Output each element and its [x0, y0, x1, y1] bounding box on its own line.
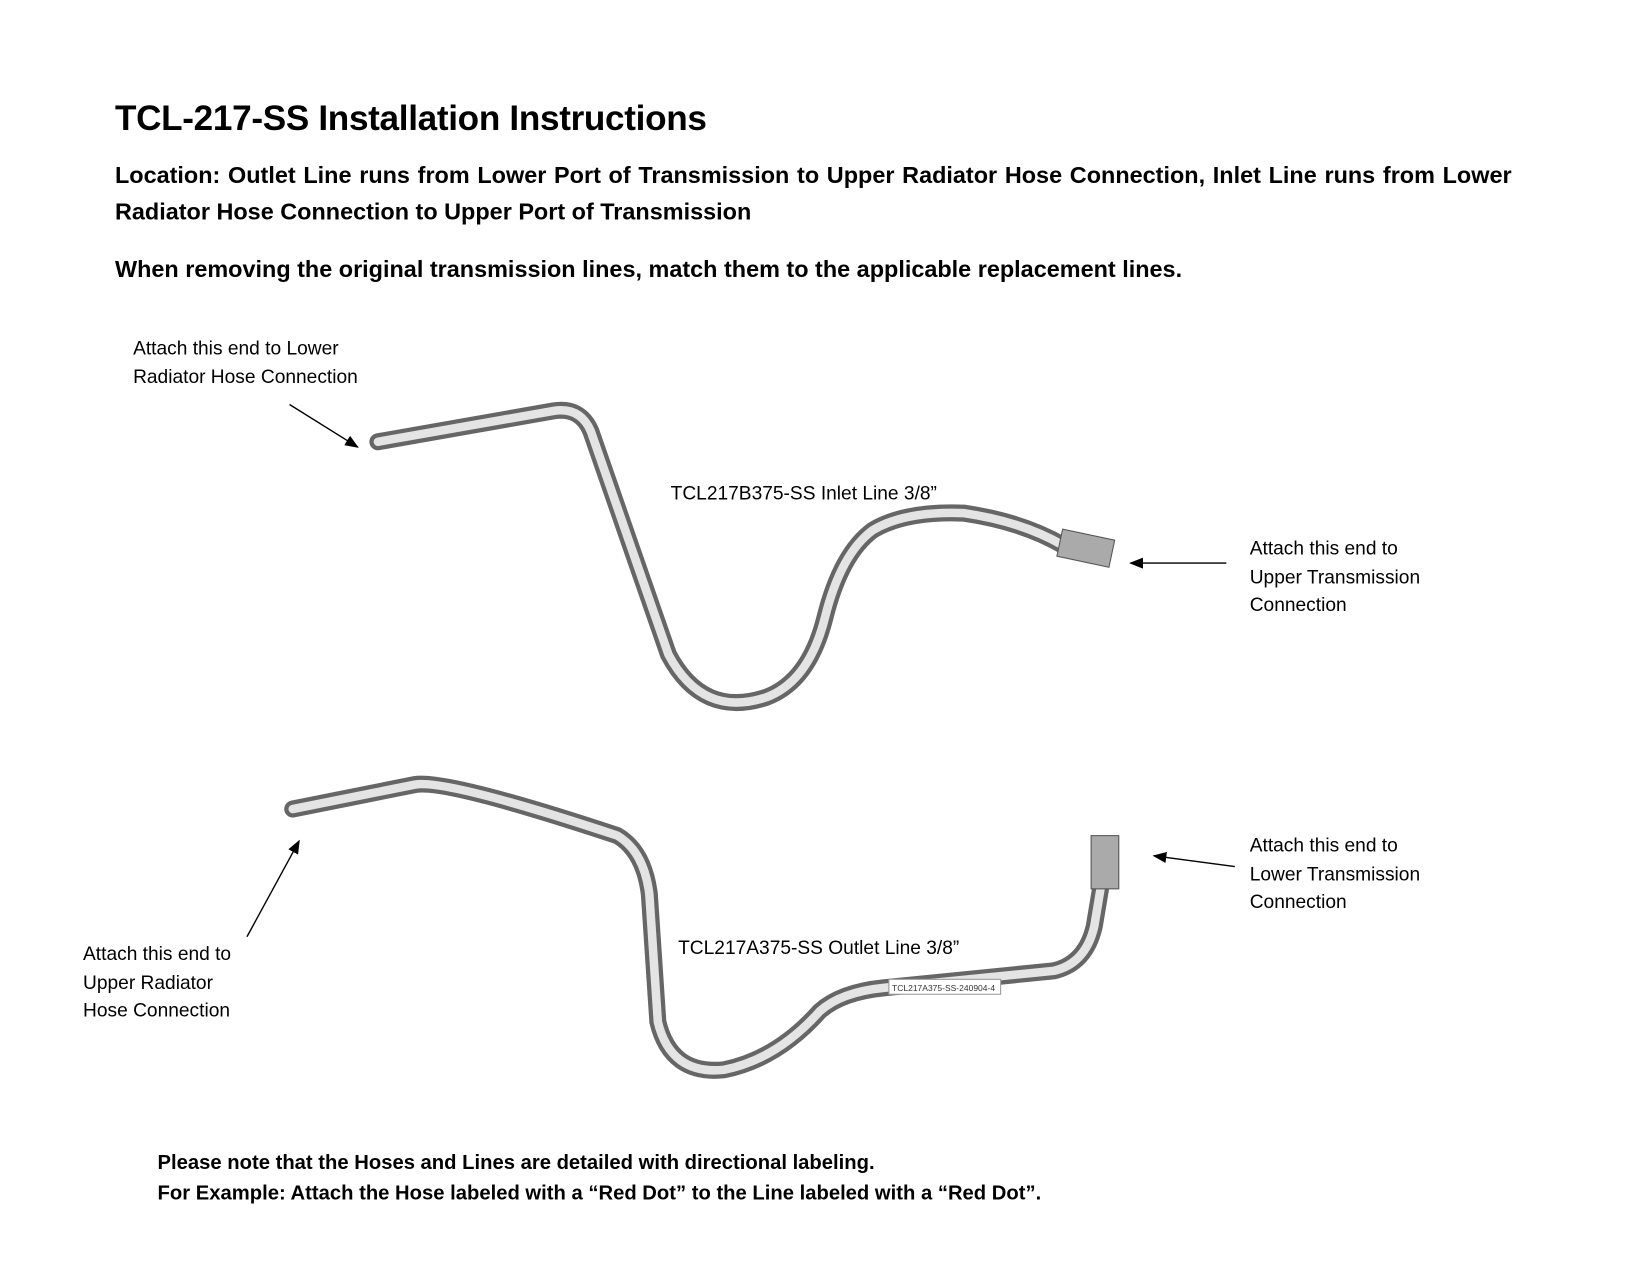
- inlet-right-label: Attach this end to Upper Transmission Co…: [1250, 534, 1420, 619]
- arrow-outlet-left: [246, 839, 300, 938]
- outlet-line-tube: TCL217A375-SS-240904-4: [284, 775, 1120, 1079]
- label-line: Attach this end to: [1249, 537, 1398, 559]
- location-text: Location: Outlet Line runs from Lower Po…: [114, 161, 1512, 225]
- outlet-right-label: Attach this end to Lower Transmission Co…: [1250, 831, 1420, 916]
- instruction-note: When removing the original transmission …: [114, 255, 1183, 283]
- outlet-line-name: TCL217A375-SS Outlet Line 3/8”: [678, 936, 960, 959]
- part-tag-text: TCL217A375-SS-240904-4: [892, 983, 995, 993]
- label-line: Attach this end to: [1249, 834, 1398, 856]
- inlet-line-name: TCL217B375-SS Inlet Line 3/8”: [670, 482, 937, 504]
- inlet-left-label: Attach this end to Lower Radiator Hose C…: [133, 334, 358, 390]
- label-line: Attach this end to: [83, 943, 232, 965]
- footer-line: For Example: Attach the Hose labeled wit…: [157, 1182, 1042, 1206]
- label-line: Upper Radiator: [83, 971, 213, 993]
- part-tag: [888, 978, 1002, 995]
- outlet-left-label: Attach this end to Upper Radiator Hose C…: [83, 940, 231, 1025]
- label-line: Radiator Hose Connection: [133, 365, 358, 387]
- arrow-outlet-right: [1152, 851, 1235, 868]
- label-line: Attach this end to Lower: [133, 337, 339, 359]
- label-line: Lower Transmission: [1249, 862, 1421, 885]
- footer-line: Please note that the Hoses and Lines are…: [157, 1151, 875, 1175]
- inlet-line-tube: [369, 401, 1116, 712]
- label-line: Upper Transmission: [1249, 565, 1421, 588]
- page-title: TCL-217-SS Installation Instructions: [114, 97, 707, 138]
- outlet-fitting: [1090, 835, 1120, 890]
- label-line: Hose Connection: [83, 999, 231, 1021]
- inlet-fitting: [1056, 528, 1116, 568]
- arrow-inlet-left: [289, 403, 359, 448]
- footer-note: Please note that the Hoses and Lines are…: [158, 1148, 1042, 1210]
- label-line: Connection: [1249, 890, 1347, 913]
- label-line: Connection: [1249, 593, 1347, 616]
